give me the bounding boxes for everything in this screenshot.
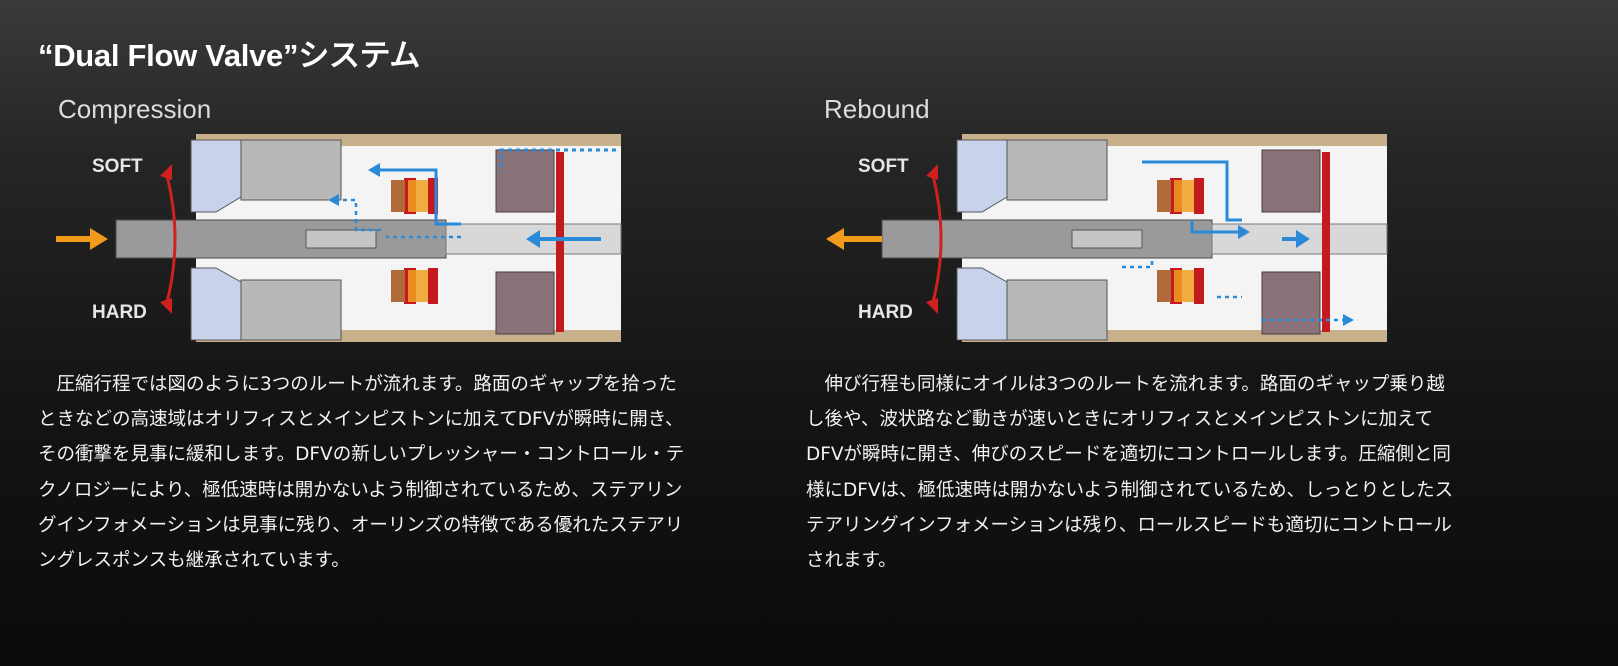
compression-soft-label: SOFT	[92, 156, 143, 177]
adjuster-needle	[305, 229, 377, 249]
housing-bottom	[190, 267, 242, 341]
head-top	[1006, 139, 1108, 201]
piston-shim	[1322, 152, 1330, 332]
compression-valve-illustration	[56, 134, 622, 342]
rebound-valve-illustration	[826, 134, 1388, 342]
rebound-diagram: Rebound SOFT HARD	[822, 92, 1442, 352]
compression-description: 圧縮行程では図のように3つのルートが流れます。路面のギャップを拾ったときなどの高…	[38, 374, 685, 572]
adjuster-rotation-arrow	[930, 171, 943, 307]
compression-label: Compression	[58, 94, 212, 124]
housing-top	[190, 139, 242, 213]
rebound-label: Rebound	[824, 94, 930, 124]
adjuster-rotation-arrow	[164, 171, 177, 307]
compression-diagram: Compression SOFT HARD	[56, 92, 676, 352]
main-piston-top	[495, 149, 555, 213]
piston-rod	[881, 219, 1213, 259]
housing-bottom	[956, 267, 1008, 341]
rebound-soft-label: SOFT	[858, 156, 909, 177]
page-title: “Dual Flow Valve”システム	[38, 38, 421, 73]
housing-top	[956, 139, 1008, 213]
rebound-description: 伸び行程も同様にオイルは3つのルートを流れます。路面のギャップ乗り越し後や、波状…	[806, 374, 1454, 572]
head-top	[240, 139, 342, 201]
main-piston-top	[1261, 149, 1321, 213]
piston-rod	[115, 219, 447, 259]
head-bottom	[1006, 279, 1108, 341]
compression-hard-label: HARD	[92, 302, 147, 323]
main-piston-bottom	[495, 271, 555, 335]
head-bottom	[240, 279, 342, 341]
rebound-hard-label: HARD	[858, 302, 913, 323]
main-piston-bottom	[1261, 271, 1321, 335]
adjuster-needle	[1071, 229, 1143, 249]
piston-shim	[556, 152, 564, 332]
